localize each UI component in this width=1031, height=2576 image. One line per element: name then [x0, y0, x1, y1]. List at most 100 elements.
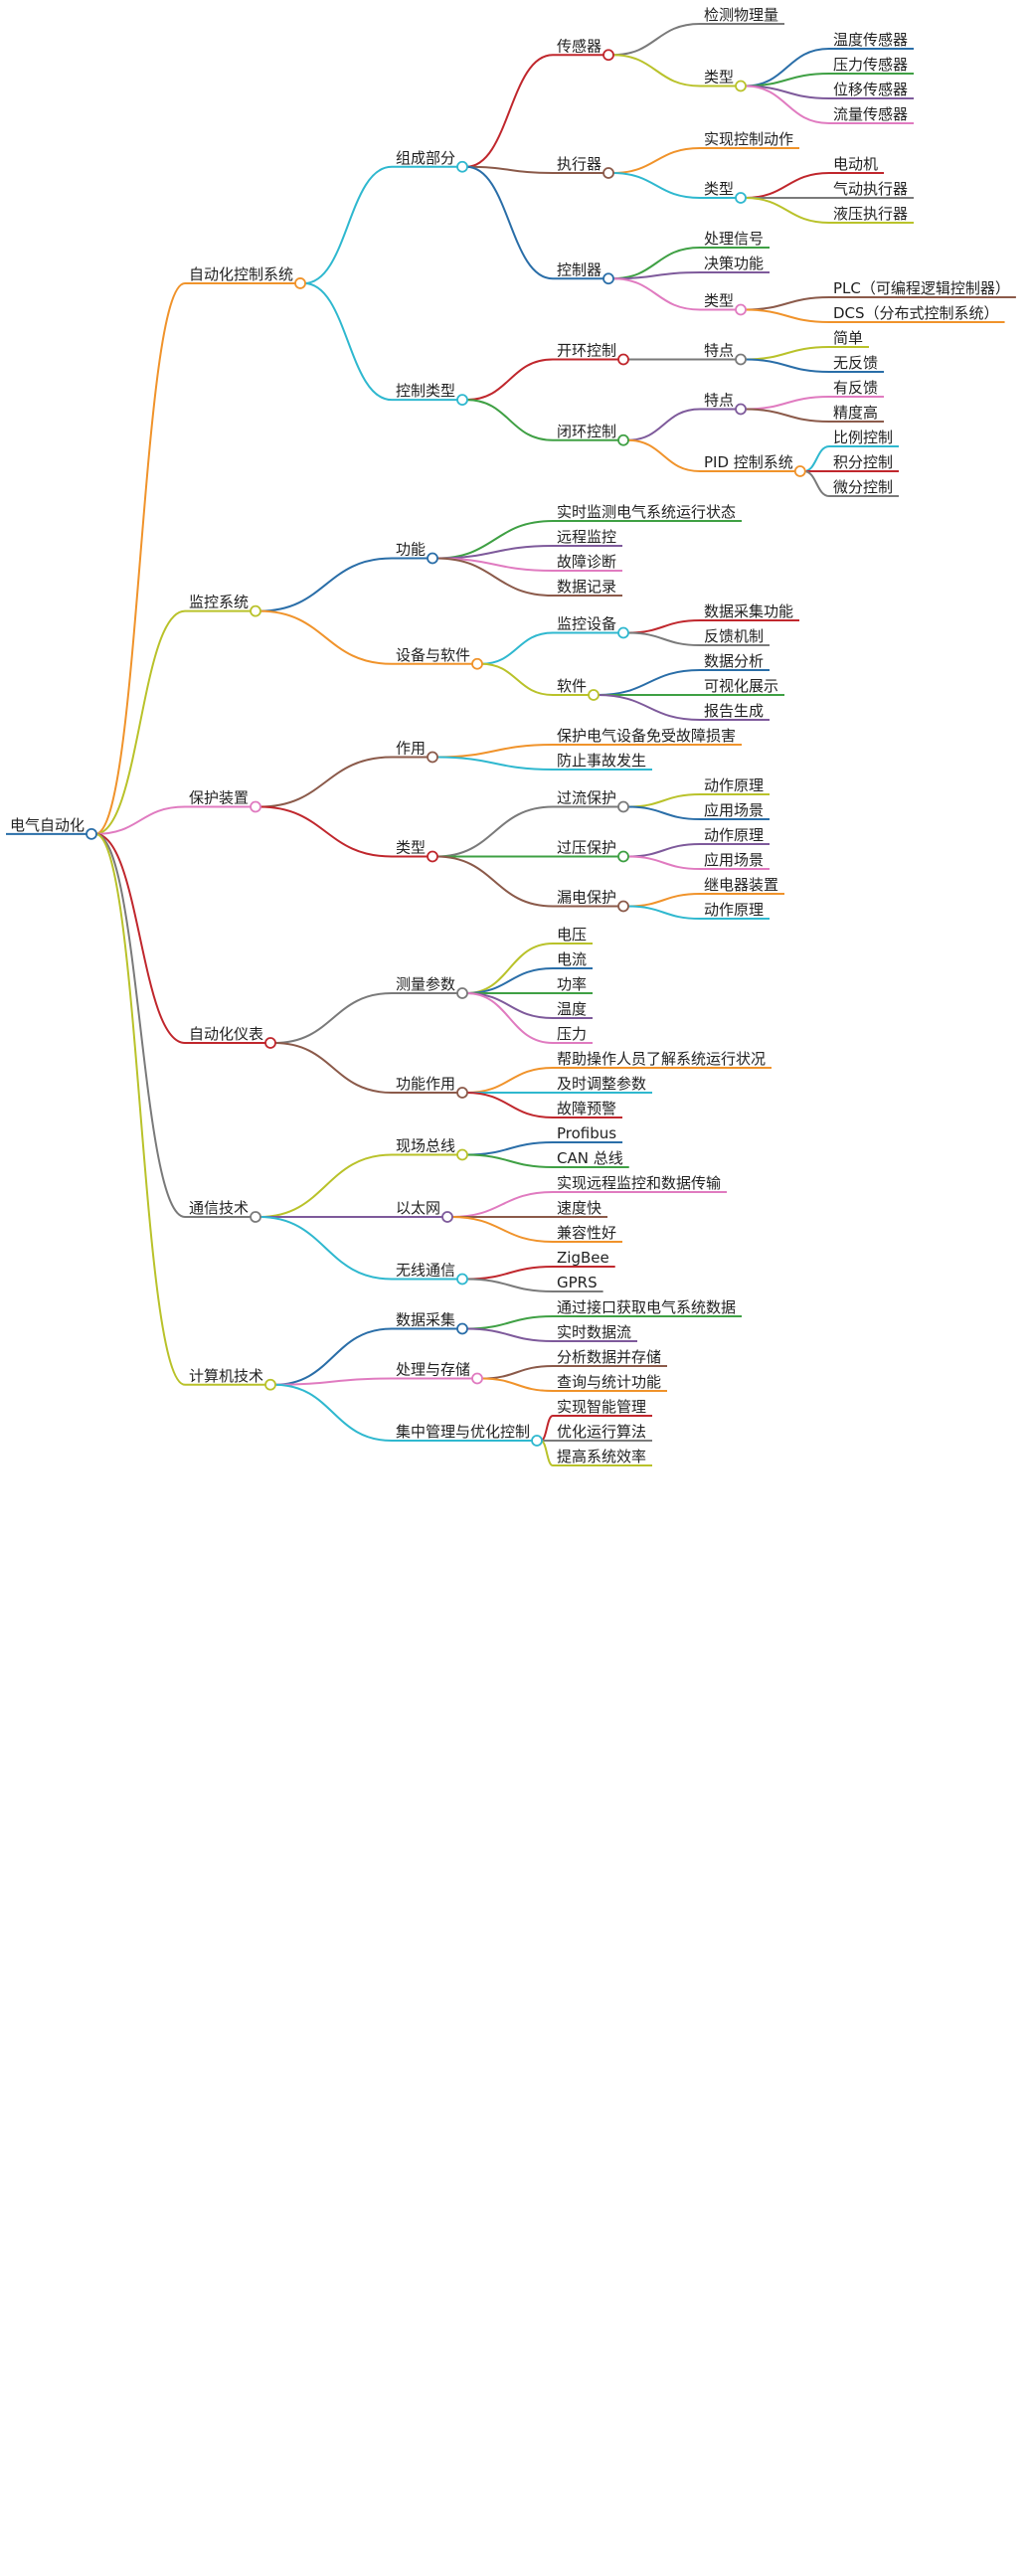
collapse-toggle[interactable]	[735, 353, 747, 366]
node-label: 及时调整参数	[557, 1075, 646, 1093]
branch-link	[436, 520, 554, 560]
collapse-toggle[interactable]	[735, 303, 747, 316]
node-label: 控制类型	[396, 382, 455, 400]
node-label: 类型	[704, 292, 734, 310]
node-label: 决策功能	[704, 255, 764, 272]
node-label: 提高系统效率	[557, 1448, 646, 1465]
node-label: 组成部分	[396, 149, 455, 167]
branch-link	[745, 172, 830, 199]
branch-link	[94, 609, 186, 835]
collapse-toggle[interactable]	[735, 192, 747, 204]
collapse-toggle[interactable]	[602, 49, 614, 62]
node-label: 执行器	[557, 155, 601, 173]
branch-link	[451, 1191, 554, 1218]
node-label: 特点	[704, 392, 734, 410]
collapse-toggle[interactable]	[735, 80, 747, 92]
branch-link	[540, 1440, 554, 1466]
collapse-toggle[interactable]	[617, 353, 629, 366]
node-label: 现场总线	[396, 1137, 455, 1155]
collapse-toggle[interactable]	[617, 800, 629, 813]
collapse-toggle[interactable]	[735, 403, 747, 416]
branch-link	[612, 54, 701, 87]
branch-link	[627, 631, 701, 646]
node-label: 实现远程监控和数据传输	[557, 1174, 721, 1192]
collapse-toggle[interactable]	[456, 160, 468, 173]
collapse-toggle[interactable]	[441, 1211, 453, 1223]
node-label: 温度	[557, 1000, 587, 1018]
collapse-toggle[interactable]	[531, 1435, 543, 1447]
node-label: 气动执行器	[833, 180, 908, 198]
collapse-toggle[interactable]	[793, 465, 806, 477]
node-label: 类型	[704, 180, 734, 198]
collapse-toggle[interactable]	[617, 850, 629, 863]
node-label: 处理与存储	[396, 1361, 470, 1379]
collapse-toggle[interactable]	[264, 1378, 276, 1391]
branch-link	[627, 905, 701, 920]
branch-link	[627, 893, 701, 908]
collapse-toggle[interactable]	[427, 850, 438, 863]
collapse-toggle[interactable]	[456, 987, 468, 999]
branch-link	[612, 147, 701, 174]
branch-link	[540, 1415, 554, 1442]
node-label: 数据分析	[704, 652, 764, 670]
collapse-toggle[interactable]	[294, 277, 306, 289]
node-label: 数据采集	[396, 1311, 455, 1329]
node-label: 查询与统计功能	[557, 1373, 661, 1391]
branch-link	[259, 1216, 393, 1281]
collapse-toggle[interactable]	[617, 433, 629, 446]
collapse-toggle[interactable]	[617, 626, 629, 639]
collapse-toggle[interactable]	[456, 1273, 468, 1286]
collapse-toggle[interactable]	[471, 657, 483, 670]
branch-link	[465, 54, 554, 168]
collapse-toggle[interactable]	[602, 167, 614, 179]
node-label: 保护电气设备免受故障损害	[557, 727, 736, 745]
node-label: 类型	[396, 839, 426, 857]
collapse-toggle[interactable]	[427, 552, 438, 565]
collapse-toggle[interactable]	[456, 1148, 468, 1161]
node-label: 兼容性好	[557, 1224, 616, 1242]
node-label: 实时数据流	[557, 1323, 631, 1341]
node-label: 计算机技术	[189, 1367, 263, 1385]
branch-link	[259, 805, 393, 858]
node-label: 软件	[557, 677, 587, 695]
branch-link	[436, 744, 554, 759]
collapse-toggle[interactable]	[471, 1372, 483, 1385]
collapse-toggle[interactable]	[264, 1037, 276, 1049]
branch-link	[745, 197, 830, 224]
node-label: 监控系统	[189, 594, 249, 611]
branch-link	[627, 408, 701, 441]
node-label: 集中管理与优化控制	[396, 1423, 530, 1441]
branch-link	[745, 396, 830, 411]
branch-link	[94, 832, 186, 1386]
node-label: 检测物理量	[704, 6, 778, 24]
node-label: 闭环控制	[557, 423, 616, 440]
collapse-toggle[interactable]	[86, 827, 97, 840]
branch-link	[466, 1141, 554, 1156]
collapse-toggle[interactable]	[250, 1211, 261, 1223]
node-label: 电动机	[833, 155, 878, 173]
branch-link	[612, 247, 701, 280]
node-label: 设备与软件	[396, 646, 470, 664]
node-label: 位移传感器	[833, 81, 908, 98]
collapse-toggle[interactable]	[250, 800, 261, 813]
mindmap-links	[6, 23, 1016, 1466]
collapse-toggle[interactable]	[602, 272, 614, 285]
branch-link	[466, 1092, 554, 1118]
branch-link	[803, 470, 830, 497]
collapse-toggle[interactable]	[456, 1322, 468, 1335]
branch-link	[745, 308, 830, 323]
branch-link	[466, 1315, 554, 1330]
node-label: 报告生成	[704, 702, 764, 720]
branch-link	[466, 967, 554, 994]
collapse-toggle[interactable]	[250, 604, 261, 617]
node-label: 类型	[704, 69, 734, 86]
collapse-toggle[interactable]	[617, 900, 629, 913]
collapse-toggle[interactable]	[588, 689, 600, 701]
branch-link	[466, 399, 554, 441]
collapse-toggle[interactable]	[427, 751, 438, 764]
collapse-toggle[interactable]	[456, 394, 468, 407]
branch-link	[259, 756, 393, 808]
collapse-toggle[interactable]	[456, 1087, 468, 1099]
node-label: PLC（可编程逻辑控制器）	[833, 279, 1010, 297]
